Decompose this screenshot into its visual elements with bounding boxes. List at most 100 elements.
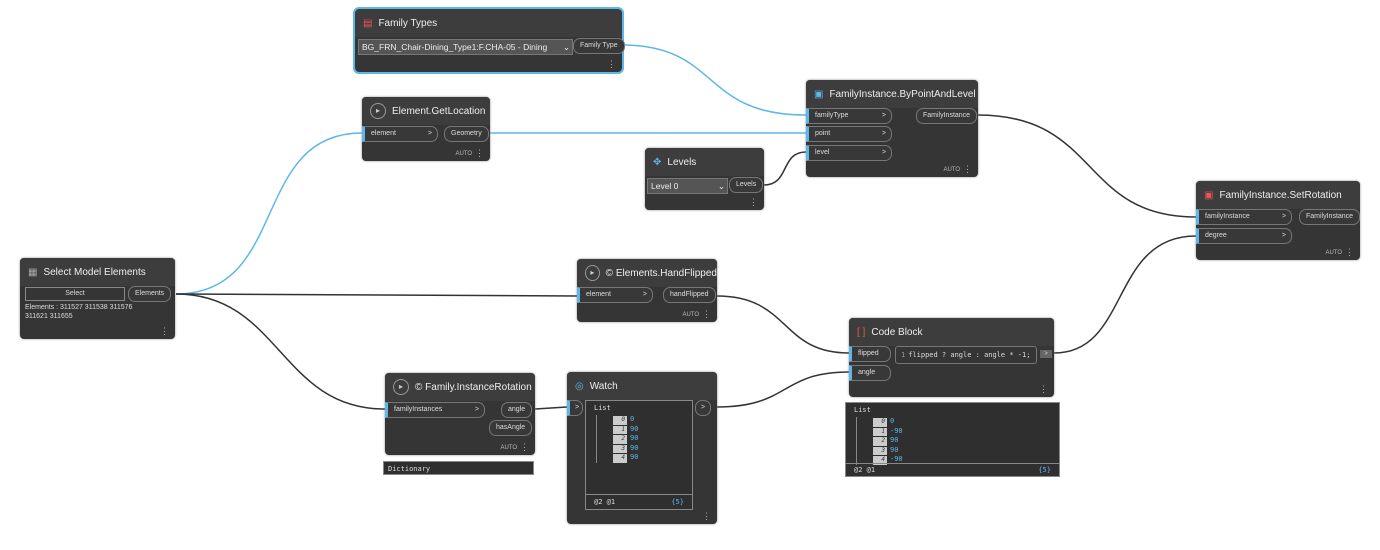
- list-value: 90: [630, 424, 639, 433]
- output-port-levels[interactable]: Levels: [729, 177, 764, 193]
- list-value: -90: [890, 426, 903, 435]
- family-instance-icon: ▣: [1204, 189, 1214, 201]
- node-select-model-elements[interactable]: ▦Select Model Elements Select Elements E…: [20, 258, 175, 339]
- output-port-handflipped[interactable]: handFlipped: [663, 287, 716, 303]
- list-value: 0: [630, 415, 635, 423]
- list-item: 4-90: [873, 455, 1059, 465]
- lacing-label[interactable]: AUTO: [682, 312, 699, 318]
- node-menu-icon[interactable]: ⋮: [702, 309, 711, 319]
- function-icon: ▸: [585, 265, 600, 281]
- wire-familytype: [621, 44, 807, 116]
- wire-angle-watch: [534, 406, 568, 410]
- input-port-level[interactable]: level>: [806, 145, 892, 161]
- node-menu-icon[interactable]: ⋮: [963, 164, 972, 174]
- node-menu-icon[interactable]: ⋮: [1039, 384, 1048, 394]
- instance-rotation-preview: Dictionary: [383, 461, 534, 475]
- wire-elements-handflipped: [175, 293, 578, 297]
- node-title: FamilyInstance.SetRotation: [1219, 189, 1342, 201]
- input-port-element[interactable]: element>: [362, 126, 438, 142]
- node-menu-icon[interactable]: ⋮: [607, 59, 616, 69]
- input-port-familyinstance[interactable]: familyInstance>: [1196, 209, 1292, 225]
- dropdown-value: BG_FRN_Chair-Dining_Type1:F.CHA-05 - Din…: [362, 42, 548, 52]
- list-index: 4: [873, 456, 887, 465]
- list-count: {5}: [671, 498, 684, 506]
- list-header: List: [854, 406, 871, 414]
- list-value: 90: [890, 445, 899, 454]
- wire-watch-code: [716, 371, 850, 408]
- level-dropdown[interactable]: Level 0⌄: [647, 178, 728, 194]
- node-title: © Family.InstanceRotation: [415, 381, 532, 393]
- node-menu-icon[interactable]: ⋮: [160, 326, 169, 336]
- node-familyinstance-bypointandlevel[interactable]: ▣FamilyInstance.ByPointAndLevel familyTy…: [806, 80, 978, 177]
- lacing-label[interactable]: AUTO: [500, 445, 517, 451]
- output-port-familyinstance[interactable]: FamilyInstance: [916, 108, 978, 124]
- input-port-familyinstances[interactable]: familyInstances>: [385, 402, 485, 418]
- selection-info: Elements : 311527 311538 311576 311621 3…: [25, 304, 133, 320]
- input-port[interactable]: >: [567, 400, 583, 416]
- output-port-familyinstance[interactable]: FamilyInstance: [1299, 209, 1361, 225]
- list-index: 4: [613, 454, 627, 463]
- lacing-label[interactable]: AUTO: [1325, 250, 1342, 256]
- function-icon: ▸: [370, 103, 386, 119]
- select-button[interactable]: Select: [25, 287, 125, 301]
- output-port-angle[interactable]: angle: [501, 402, 533, 418]
- list-value: 90: [630, 453, 639, 461]
- list-item: 1-90: [873, 426, 1059, 436]
- input-port-flipped[interactable]: flipped: [849, 346, 891, 362]
- list-value: 0: [890, 417, 895, 425]
- input-port-point[interactable]: point>: [806, 126, 892, 142]
- list-index: 3: [613, 444, 627, 453]
- code-block-icon: [ ]: [857, 326, 866, 338]
- node-familyinstance-setrotation[interactable]: ▣ FamilyInstance.SetRotation familyInstan…: [1196, 181, 1361, 260]
- output-port-geometry[interactable]: Geometry: [444, 126, 489, 142]
- node-family-instancerotation[interactable]: ▸© Family.InstanceRotation familyInstanc…: [385, 373, 535, 455]
- output-port-hasangle[interactable]: hasAngle: [489, 420, 533, 436]
- node-menu-icon[interactable]: ⋮: [1345, 247, 1354, 257]
- output-port[interactable]: >: [695, 400, 712, 416]
- input-port-familytype[interactable]: familyType>: [806, 108, 892, 124]
- levels-icon: ✥: [653, 156, 662, 168]
- lacing-label[interactable]: AUTO: [455, 151, 472, 157]
- node-title: FamilyInstance.ByPointAndLevel: [829, 88, 976, 100]
- list-index: 1: [873, 427, 887, 436]
- list-index: 1: [613, 425, 627, 434]
- output-port[interactable]: >: [1040, 350, 1052, 358]
- watch-icon: ◎: [575, 380, 584, 392]
- node-menu-icon[interactable]: ⋮: [475, 148, 484, 158]
- output-port-family-type[interactable]: Family Type: [573, 38, 625, 54]
- output-port-elements[interactable]: Elements: [128, 286, 172, 302]
- node-elements-handflipped[interactable]: ▸ © Elements.HandFlipped element> handFli…: [577, 259, 717, 322]
- family-type-dropdown[interactable]: BG_FRN_Chair-Dining_Type1:F.CHA-05 - Din…: [358, 39, 573, 55]
- node-title: Code Block: [871, 326, 923, 338]
- list-value: -90: [890, 455, 903, 463]
- node-menu-icon[interactable]: ⋮: [702, 511, 711, 521]
- chevron-down-icon: ⌄: [562, 42, 570, 52]
- node-menu-icon[interactable]: ⋮: [749, 197, 758, 207]
- node-title: Watch: [589, 380, 618, 392]
- node-element-getlocation[interactable]: ▸Element.GetLocation element> Geometry A…: [362, 97, 490, 161]
- node-family-types[interactable]: ▤Family Types BG_FRN_Chair-Dining_Type1:…: [353, 7, 625, 74]
- node-menu-icon[interactable]: ⋮: [520, 442, 529, 452]
- input-port-degree[interactable]: degree>: [1196, 228, 1292, 244]
- line-number: 1: [901, 351, 906, 359]
- input-port-element[interactable]: element>: [577, 287, 653, 303]
- node-title: © Elements.HandFlipped: [605, 267, 717, 279]
- node-title: Levels: [667, 156, 697, 168]
- input-port-angle[interactable]: angle: [849, 365, 891, 381]
- lacing-label[interactable]: AUTO: [943, 167, 960, 173]
- wire-familyinstance: [977, 114, 1197, 218]
- list-index: 0: [873, 418, 887, 427]
- wire-handflipped-code: [716, 295, 850, 354]
- node-levels[interactable]: ✥ Levels Level 0⌄ Levels ⋮: [645, 148, 764, 210]
